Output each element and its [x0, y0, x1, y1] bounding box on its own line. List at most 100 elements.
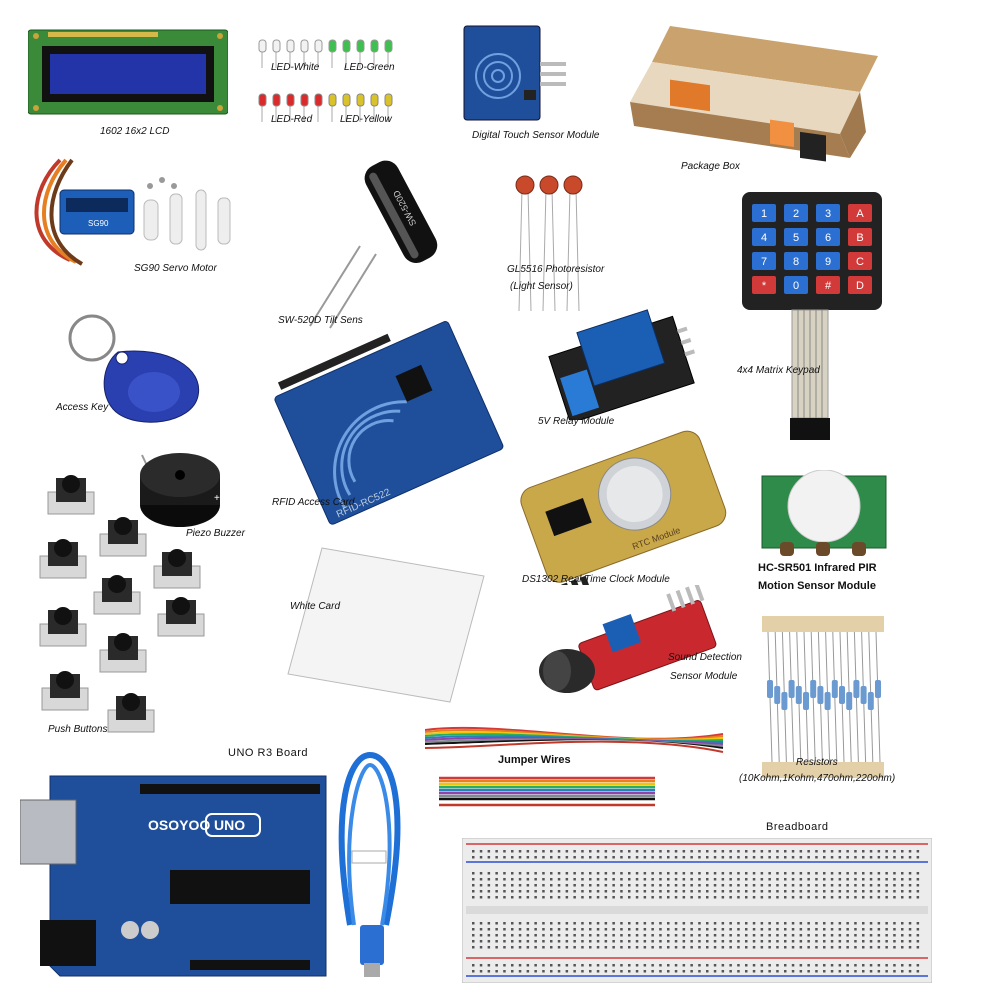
tilt-sensor-graphic: SW-520D [309, 160, 438, 329]
push-buttons-graphic [39, 475, 205, 733]
buzzer-label: Piezo Buzzer [186, 528, 245, 539]
photoresistor-graphic [515, 175, 583, 312]
led-icon [272, 93, 281, 107]
breadboard-graphic [461, 837, 933, 984]
led-icon [370, 93, 379, 107]
led-white-label: LED-White [271, 62, 320, 73]
keypad-key [752, 228, 776, 246]
led-icon [286, 39, 295, 53]
keypad-key [784, 252, 808, 270]
keypad-key [816, 204, 840, 222]
leds-graphic [258, 39, 393, 122]
lcd-graphic [27, 29, 229, 115]
breadboard [461, 837, 933, 984]
tilt-sensor-label: SW-520D Tilt Sens [278, 315, 363, 326]
resistor-icon [803, 692, 809, 710]
keypad-key [848, 252, 872, 270]
keypad-key-label: A [856, 208, 864, 220]
rfid-reader-board: RFID-RC522 [268, 312, 518, 537]
servo-motor: SG90 [30, 150, 250, 270]
keypad-key [816, 252, 840, 270]
led-set [255, 38, 405, 138]
touch-sensor-label: Digital Touch Sensor Module [472, 130, 600, 141]
resistor-icon [795, 686, 802, 704]
lcd-label: 1602 16x2 LCD [100, 126, 170, 137]
package-box-graphic [630, 26, 878, 162]
resistor-icon [810, 680, 817, 698]
buzzer-graphic: + [140, 453, 220, 527]
rtc-module: RTC Module [518, 425, 733, 602]
sound-sensor-graphic [539, 583, 717, 693]
keypad-key [752, 252, 776, 270]
keypad-key-label: # [825, 280, 832, 292]
usb-cable [330, 745, 410, 980]
rtc-graphic: RTC Module [520, 430, 727, 602]
touch-sensor-graphic [463, 25, 566, 121]
rfid-label: RFID Access Card [272, 497, 355, 508]
photoresistor-label: GL5516 Photoresistor [507, 264, 605, 275]
led-icon [258, 39, 267, 53]
white-card-label: White Card [290, 601, 341, 612]
usb-cable-graphic [338, 751, 401, 977]
photoresistor-icon [539, 175, 559, 195]
keypad-key-label: 8 [793, 256, 799, 268]
resistor-icon [875, 680, 881, 698]
rtc-label: DS1302 Real Time Clock Module [522, 574, 670, 585]
servo-graphic: SG90 [34, 158, 231, 266]
sound-sensor [535, 583, 730, 710]
led-icon [272, 39, 281, 53]
keypad-key [848, 204, 872, 222]
sound-sensor-sub-label: Sensor Module [670, 671, 738, 682]
keypad-key-label: 2 [793, 208, 799, 220]
resistor-icon [817, 686, 824, 704]
keypad-key-label: C [856, 256, 864, 268]
push-buttons [36, 470, 216, 745]
led-icon [342, 39, 351, 53]
servo-model-text: SG90 [88, 219, 109, 228]
servo-label: SG90 Servo Motor [134, 263, 217, 274]
pir-sensor [760, 469, 890, 560]
lcd-1602-module [27, 24, 229, 116]
keypad-key [752, 276, 776, 294]
resistor-icon [788, 680, 795, 698]
jumper-wires [424, 720, 725, 815]
breadboard-label: Breadboard [766, 821, 829, 833]
keypad-key-label: 3 [825, 208, 831, 220]
keypad-key [816, 228, 840, 246]
led-icon [300, 93, 309, 107]
keypad-key-label: 4 [761, 232, 767, 244]
relay-module [545, 305, 696, 424]
keypad-key-label: 7 [761, 256, 767, 268]
resistors-sub-label: (10Kohm,1Kohm,470ohm,220ohm) [739, 773, 896, 784]
resistor-icon [767, 680, 773, 698]
led-icon [258, 93, 267, 107]
led-icon [342, 93, 351, 107]
keypad-key [784, 228, 808, 246]
led-icon [356, 93, 365, 107]
led-icon [314, 93, 323, 107]
resistor-icon [781, 692, 788, 710]
tilt-sensor: SW-520D [290, 150, 460, 330]
package-box-label: Package Box [681, 161, 740, 172]
photoresistor-sub-label: (Light Sensor) [510, 281, 573, 292]
relay-graphic [548, 309, 696, 424]
pir-graphic [761, 469, 887, 556]
led-icon [328, 39, 337, 53]
led-green-label: LED-Green [344, 62, 395, 73]
keypad-key [848, 228, 872, 246]
access-key-label: Access Key [56, 402, 109, 413]
photoresistor [505, 175, 615, 315]
touch-sensor-module [462, 24, 572, 124]
white-card-graphic [287, 547, 485, 703]
led-icon [384, 39, 393, 53]
uno-label: UNO R3 Board [228, 747, 308, 759]
access-key-fob [58, 312, 208, 432]
keypad-key [752, 204, 776, 222]
photoresistor-icon [515, 175, 535, 195]
led-icon [300, 39, 309, 53]
resistors-graphic [762, 616, 884, 778]
photoresistor-icon [563, 175, 583, 195]
